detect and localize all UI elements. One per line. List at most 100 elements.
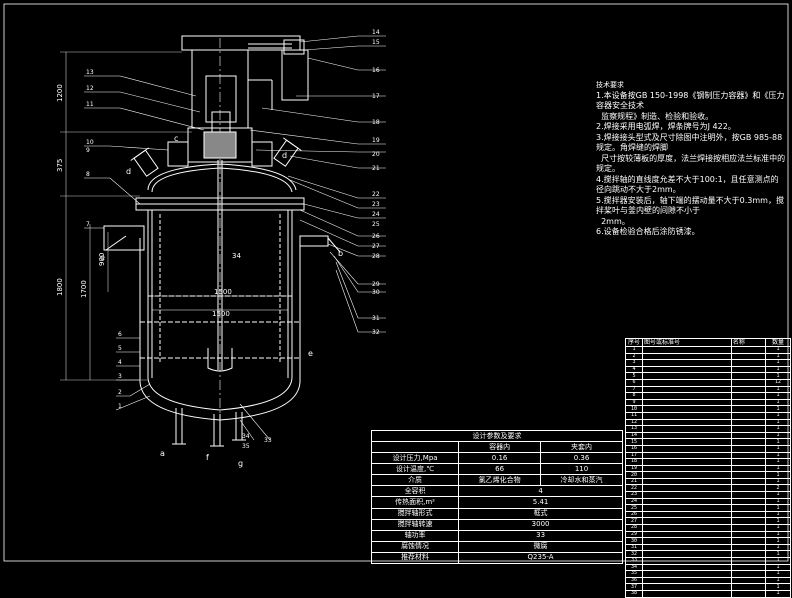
bom-item-no: 7 [625,385,643,394]
bom-item-no: 33 [625,557,643,565]
param-value: 33 [458,529,623,542]
callout-8: 8 [86,171,90,178]
dim-1500b: 1500 [212,310,230,318]
bom-item-no: 4 [625,365,643,374]
reducer [205,75,237,123]
param-label: 介质 [370,474,460,487]
label-f: f [206,453,209,462]
bom-item-no: 20 [625,471,643,479]
bom-qty: 1 [765,431,791,440]
callout-35: 35 [242,443,250,450]
bom-qty: 1 [765,425,791,433]
bom-item-name [730,365,767,374]
bom-drawing-no [642,392,732,400]
bom-item-name [730,537,767,545]
right-nozzle-pipe [327,237,341,253]
bom-drawing-no [642,563,732,572]
bom-qty: 1 [765,444,791,453]
bom-item-no: 38 [625,589,643,598]
leaders-left [84,75,205,411]
bom-item-name [730,471,767,479]
callout-15: 15 [372,39,380,46]
bom-qty: 1 [765,352,791,361]
dim-1500a: 1500 [214,288,232,296]
callout-3: 3 [118,373,122,380]
nozzle-left [130,147,159,177]
bom-item-no: 19 [625,464,643,473]
bom-item-name [730,411,767,420]
bom-drawing-no [642,524,732,532]
note-line: 6.设备检验合格后涂防锈漆。 [596,227,700,236]
bom-item-no: 10 [625,405,643,413]
bom-qty: 1 [765,517,791,526]
bom-drawing-no [642,530,732,539]
bom-drawing-no [642,570,732,578]
bom-qty: 1 [765,458,791,466]
bom-drawing-no [642,504,732,512]
bom-qty: 1 [765,372,791,380]
bom-item-name [730,504,767,512]
note-line: 1.本设备按GB 150-1998《钢制压力容器》和《压力容器安全技术 [596,90,785,111]
bom-drawing-no [642,557,732,565]
param-label: 传热面积,m² [370,496,460,509]
bom-qty: 1 [765,405,791,413]
bom-qty: 1 [765,563,791,572]
bom-drawing-no [642,491,732,499]
callout-4: 4 [118,359,122,366]
callout-22: 22 [372,191,380,198]
bom-drawing-no [642,411,732,420]
param-inner: 氯乙烯化合物 [458,474,542,487]
label-d2: d [282,151,287,160]
bom-item-name [730,497,767,506]
bom-drawing-no [642,378,732,387]
params-col-1: 容器内 [458,441,542,454]
callout-19: 19 [372,137,380,144]
label-c: c [174,134,178,143]
bom-item-name [730,589,767,598]
label-a: a [160,449,165,458]
callout-1: 1 [118,403,122,410]
bom-drawing-no [642,418,732,427]
bom-qty: 1 [765,411,791,420]
bom-drawing-no [642,398,732,407]
params-title: 设计参数及要求 [371,429,623,443]
callout-7: 7 [86,221,90,228]
bom-item-no: 27 [625,517,643,526]
bom-item-no: 6 [625,378,643,387]
callout-21: 21 [372,165,380,172]
bom-item-name [730,543,767,552]
bom-drawing-no [642,537,732,545]
bom-qty: 1 [765,464,791,473]
bom-qty: 1 [765,504,791,512]
dim-375: 375 [56,159,64,172]
bom-drawing-no [642,576,732,585]
param-label: 设计压力,Mpa [370,452,460,465]
bom-qty: 1 [765,583,791,591]
bom-header: 数量 [765,338,791,347]
bom-drawing-no [642,431,732,440]
param-inner: 0.16 [458,452,542,465]
bom-item-name [730,563,767,572]
bom-item-no: 24 [625,497,643,506]
bom-item-no: 36 [625,576,643,585]
callout-25: 25 [372,221,380,228]
param-label: 推荐材料 [370,551,460,565]
params-col-2: 夹套内 [540,441,623,454]
param-value: 微腐 [458,540,623,553]
bom-qty: 1 [765,510,791,519]
bom-item-name [730,477,767,486]
bom-drawing-no [642,464,732,473]
